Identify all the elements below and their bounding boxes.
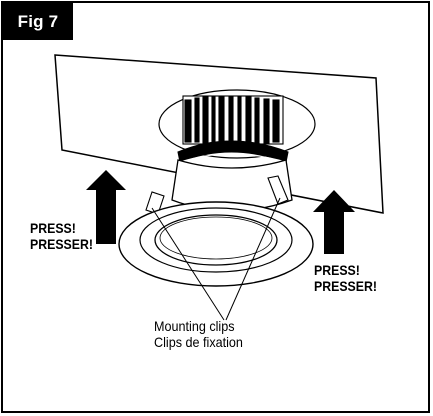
mounting-clips-label-fr: Clips de fixation — [154, 334, 243, 350]
lens — [154, 214, 278, 266]
figure-tag: Fig 7 — [3, 3, 73, 40]
leader-left — [151, 207, 225, 321]
press-label-left: PRESS! PRESSER! — [30, 220, 93, 252]
press-label-right-en: PRESS! — [314, 262, 360, 278]
heat-sink — [182, 95, 284, 145]
left-press-arrow — [86, 170, 126, 244]
ceiling-cutout — [158, 89, 316, 159]
mounting-clips-label: Mounting clips Clips de fixation — [154, 318, 243, 350]
lens-edge — [159, 216, 273, 260]
right-press-arrow — [313, 190, 355, 254]
press-label-right-fr: PRESSER! — [314, 278, 377, 294]
right-clip — [267, 175, 289, 205]
mounting-clips-label-en: Mounting clips — [154, 318, 235, 334]
press-label-left-fr: PRESSER! — [30, 236, 93, 252]
press-label-right: PRESS! PRESSER! — [314, 262, 377, 294]
press-label-left-en: PRESS! — [30, 220, 76, 236]
leader-right — [225, 197, 281, 321]
